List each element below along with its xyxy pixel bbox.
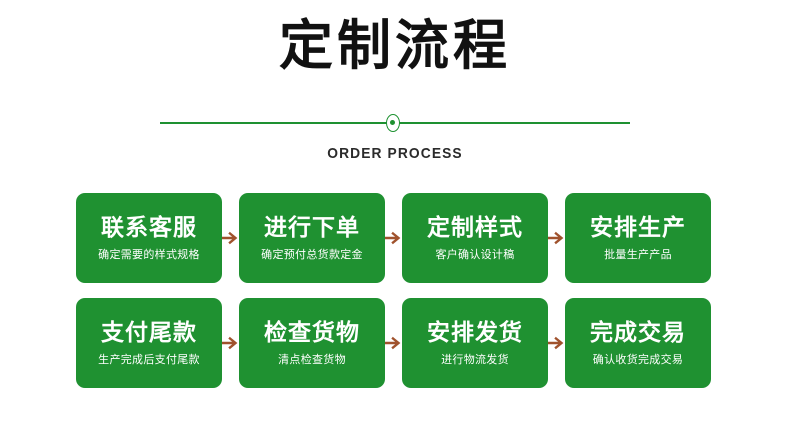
arrow-right-icon xyxy=(385,193,402,283)
step-card-4[interactable]: 安排生产 批量生产产品 xyxy=(565,193,711,283)
process-flow: 联系客服 确定需要的样式规格 进行下单 确定预付总货款定金 定制样式 客户确认设… xyxy=(76,193,712,390)
arrow-right-icon xyxy=(222,193,239,283)
step-description: 客户确认设计稿 xyxy=(435,247,515,261)
step-description: 确认收货完成交易 xyxy=(592,352,684,366)
step-card-7[interactable]: 安排发货 进行物流发货 xyxy=(402,298,548,388)
arrow-right-icon xyxy=(548,193,565,283)
step-card-6[interactable]: 检查货物 清点检查货物 xyxy=(239,298,385,388)
step-title: 检查货物 xyxy=(264,319,360,346)
step-title: 完成交易 xyxy=(590,319,686,346)
step-card-8[interactable]: 完成交易 确认收货完成交易 xyxy=(565,298,711,388)
process-flow-row-1: 联系客服 确定需要的样式规格 进行下单 确定预付总货款定金 定制样式 客户确认设… xyxy=(76,193,712,283)
step-title: 进行下单 xyxy=(264,214,360,241)
step-description: 确定预付总货款定金 xyxy=(261,247,363,261)
step-description: 确定需要的样式规格 xyxy=(98,247,200,261)
step-description: 进行物流发货 xyxy=(441,352,509,366)
step-card-1[interactable]: 联系客服 确定需要的样式规格 xyxy=(76,193,222,283)
process-flow-row-2: 支付尾款 生产完成后支付尾款 检查货物 清点检查货物 安排发货 进行物流发货 完… xyxy=(76,298,712,388)
step-description: 清点检查货物 xyxy=(278,352,346,366)
step-title: 联系客服 xyxy=(101,214,197,241)
arrow-right-icon xyxy=(548,298,565,388)
page-subtitle: ORDER PROCESS xyxy=(327,145,463,162)
step-title: 安排发货 xyxy=(427,319,523,346)
step-title: 定制样式 xyxy=(427,214,523,241)
arrow-right-icon xyxy=(385,298,402,388)
divider xyxy=(160,114,630,132)
step-card-5[interactable]: 支付尾款 生产完成后支付尾款 xyxy=(76,298,222,388)
page-title: 定制流程 xyxy=(279,14,511,77)
step-title: 支付尾款 xyxy=(101,319,197,346)
step-card-2[interactable]: 进行下单 确定预付总货款定金 xyxy=(239,193,385,283)
step-title: 安排生产 xyxy=(590,214,686,241)
step-description: 生产完成后支付尾款 xyxy=(98,352,200,366)
step-card-3[interactable]: 定制样式 客户确认设计稿 xyxy=(402,193,548,283)
step-description: 批量生产产品 xyxy=(604,247,672,261)
circle-dot-icon xyxy=(386,114,400,132)
arrow-right-icon xyxy=(222,298,239,388)
